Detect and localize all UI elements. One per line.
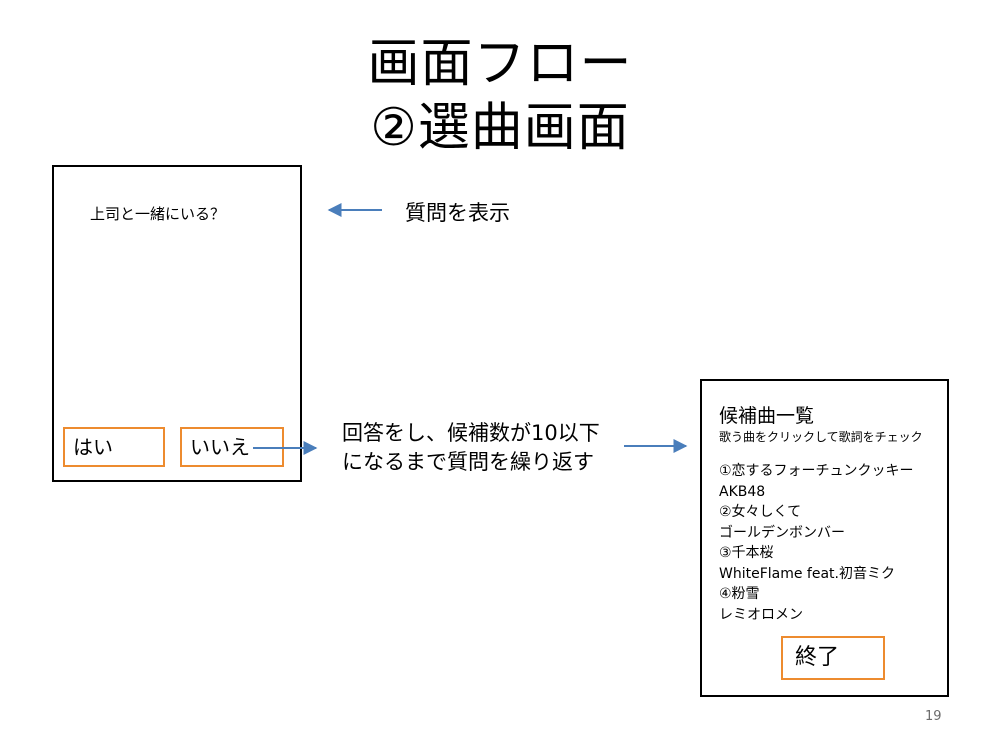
song-title[interactable]: ③千本桜	[719, 545, 774, 561]
song-artist: ゴールデンボンバー	[719, 524, 845, 541]
end-button[interactable]: 終了	[781, 636, 885, 680]
song-title[interactable]: ①恋するフォーチュンクッキー	[719, 463, 914, 479]
question-text: 上司と一緒にいる？	[90, 205, 226, 223]
song-title[interactable]: ④粉雪	[719, 586, 760, 602]
repeat-question-annotation: 回答をし、候補数が10以下 になるまで質問を繰り返す	[342, 419, 600, 477]
page-title-line1: 画面フロー	[367, 34, 633, 94]
yes-button[interactable]: はい	[63, 427, 165, 467]
show-question-annotation: 質問を表示	[405, 201, 510, 225]
no-button[interactable]: いいえ	[180, 427, 284, 467]
song-list: ①恋するフォーチュンクッキー AKB48 ②女々しくて ゴールデンボンバー ③千…	[719, 461, 914, 625]
song-artist: レミオロメン	[719, 606, 803, 623]
song-list-heading: 候補曲一覧	[719, 405, 815, 427]
song-artist: AKB48	[719, 483, 766, 500]
page-title-line2: ②選曲画面	[370, 98, 630, 158]
repeat-annotation-line1: 回答をし、候補数が10以下	[342, 421, 600, 445]
repeat-annotation-line2: になるまで質問を繰り返す	[342, 450, 594, 474]
song-list-screen-mockup: 候補曲一覧 歌う曲をクリックして歌詞をチェック ①恋するフォーチュンクッキー A…	[700, 379, 949, 697]
song-artist: WhiteFlame feat.初音ミク	[719, 565, 895, 582]
question-screen-mockup: 上司と一緒にいる？ はい いいえ	[52, 165, 302, 482]
page-number: 19	[925, 709, 942, 724]
song-title[interactable]: ②女々しくて	[719, 504, 802, 520]
song-list-instruction: 歌う曲をクリックして歌詞をチェック	[719, 430, 923, 444]
